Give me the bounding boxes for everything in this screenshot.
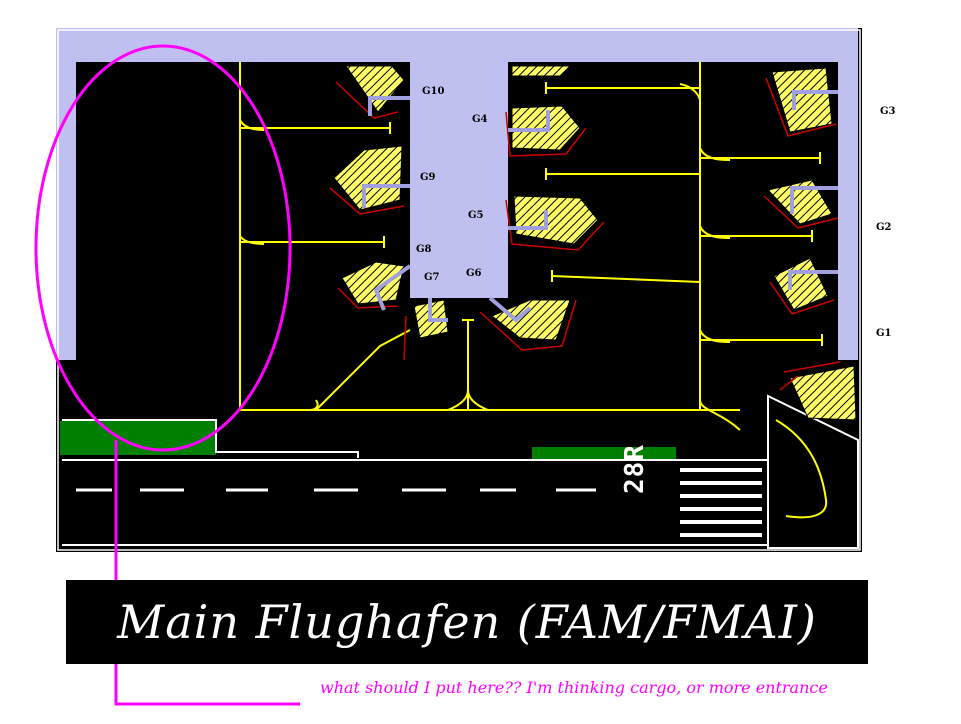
runway-label: 28R [620, 444, 650, 494]
gate-label-g8: G8 [416, 244, 432, 255]
aircraft-stands [333, 65, 857, 421]
title-bar: Main Flughafen (FAM/FMAI) [66, 580, 868, 664]
gate-label-g9: G9 [420, 172, 436, 183]
gate-label-g5: G5 [468, 210, 484, 221]
map-title: Main Flughafen (FAM/FMAI) [117, 595, 817, 649]
annotation-circle [34, 44, 292, 452]
runway-28r [62, 459, 770, 546]
gate-label-g2: G2 [876, 222, 892, 233]
central-pier [410, 28, 508, 298]
grass-area [532, 447, 676, 459]
gate-label-g6: G6 [466, 268, 482, 279]
gate-label-g1: G1 [876, 328, 892, 339]
taxiways [239, 62, 823, 431]
grass-area [60, 421, 216, 455]
terminal-building [56, 28, 858, 360]
gate-label-g10: G10 [422, 86, 445, 97]
annotation-leader [114, 440, 300, 706]
gate-label-g7: G7 [424, 272, 440, 283]
annotation-note: what should I put here?? I'm thinking ca… [320, 678, 828, 697]
gate-label-g3: G3 [880, 106, 896, 117]
gate-label-g4: G4 [472, 114, 488, 125]
